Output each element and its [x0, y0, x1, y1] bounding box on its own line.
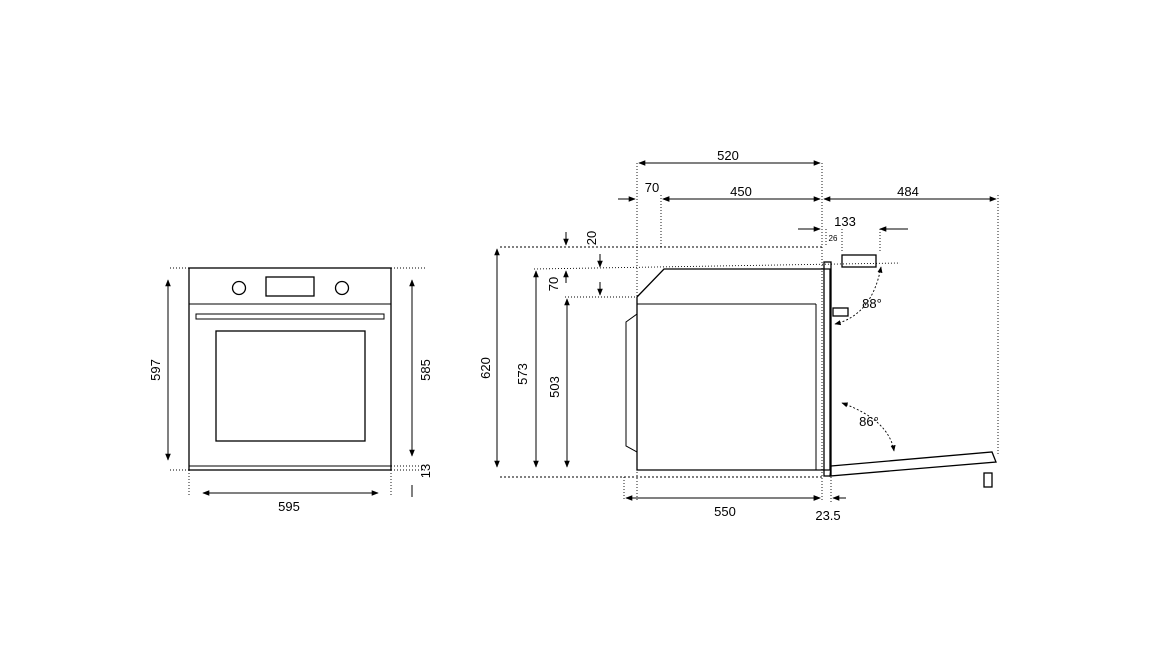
- dim-450-label: 450: [730, 184, 752, 199]
- front-view: 597 585 13 595: [148, 267, 433, 514]
- left-knob-icon: [231, 280, 247, 296]
- dim-133-label: 133: [834, 214, 856, 229]
- dim-70v-label: 70: [546, 277, 561, 291]
- dim-20-label: 20: [584, 231, 599, 245]
- rear-vent: [625, 313, 638, 453]
- dim-23-5-label: 23.5: [815, 508, 840, 523]
- display-window: [265, 276, 315, 297]
- dim-70-label: 70: [645, 180, 659, 195]
- door-front: [823, 261, 832, 477]
- oven-window: [215, 330, 366, 442]
- dim-595-label: 595: [278, 499, 300, 514]
- dim-620-label: 620: [478, 357, 493, 379]
- oven-body-outline: [636, 268, 831, 471]
- dim-597-label: 597: [148, 359, 163, 381]
- open-door: [829, 451, 997, 477]
- door-handle: [195, 313, 385, 320]
- oven-front-outline: [188, 267, 392, 471]
- open-door-handle: [983, 472, 993, 488]
- side-view: 520 70 450 484 133 26 20 70 620 573: [478, 148, 999, 523]
- angle-88-arc: [834, 266, 883, 326]
- angle-86-arc: [841, 402, 896, 452]
- dim-13-label: 13: [418, 464, 433, 478]
- angle-86-label: 86°: [859, 414, 879, 429]
- dim-585-label: 585: [418, 359, 433, 381]
- dim-503-label: 503: [547, 376, 562, 398]
- dim-573-label: 573: [515, 363, 530, 385]
- dim-484-label: 484: [897, 184, 919, 199]
- angle-88-label: 88°: [862, 296, 882, 311]
- dim-550-label: 550: [714, 504, 736, 519]
- dim-520-label: 520: [717, 148, 739, 163]
- dim-26-label: 26: [829, 234, 838, 243]
- right-knob-icon: [334, 280, 350, 296]
- control-knob-side: [841, 254, 877, 268]
- handle-side: [832, 307, 849, 317]
